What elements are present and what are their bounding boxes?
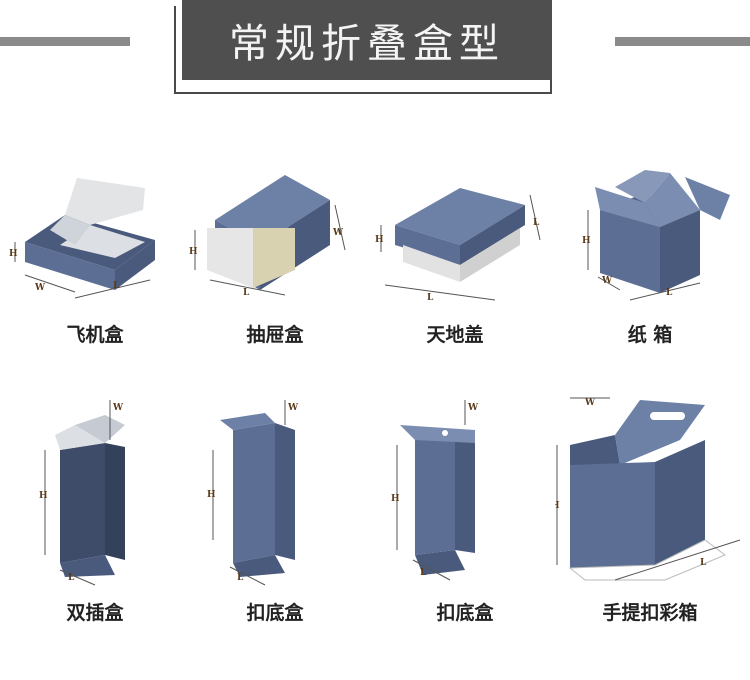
box-label: 扣底盒 bbox=[436, 602, 494, 624]
double-tuck-box-illustration: H W L bbox=[39, 400, 125, 586]
box-card-carton: H W L 纸 箱 bbox=[560, 165, 740, 346]
svg-text:W: W bbox=[584, 398, 596, 408]
airplane-box-illustration: H W L bbox=[9, 178, 155, 299]
box-label: 双插盒 bbox=[66, 602, 124, 624]
svg-text:W: W bbox=[332, 228, 344, 238]
box-card-handle-carton: H W L 手提扣彩箱 bbox=[555, 390, 741, 624]
box-label: 飞机盒 bbox=[66, 324, 124, 346]
svg-text:L: L bbox=[420, 568, 427, 578]
svg-text:L: L bbox=[243, 288, 250, 298]
drawer-box-illustration: H W L bbox=[189, 175, 346, 298]
svg-text:H: H bbox=[9, 249, 18, 259]
svg-text:H: H bbox=[207, 490, 216, 500]
svg-text:L: L bbox=[427, 293, 434, 303]
svg-text:H: H bbox=[391, 494, 400, 504]
svg-text:W: W bbox=[112, 403, 124, 413]
svg-text:H: H bbox=[189, 247, 198, 257]
svg-text:L: L bbox=[700, 558, 707, 568]
page-title: 常规折叠盒型 bbox=[182, 0, 552, 80]
box-label: 天地盖 bbox=[426, 324, 484, 346]
carton-box-illustration: H W L bbox=[582, 170, 730, 301]
box-label: 手提扣彩箱 bbox=[602, 602, 698, 624]
box-card-lid: H L L 天地盖 bbox=[365, 170, 545, 346]
box-card-lock-bottom-2: H W L 扣底盒 bbox=[375, 395, 555, 624]
svg-text:L: L bbox=[68, 573, 75, 583]
svg-text:L: L bbox=[666, 288, 673, 298]
svg-text:W: W bbox=[287, 403, 299, 413]
lock-bottom-box-illustration: H W L bbox=[207, 400, 299, 586]
svg-text:L: L bbox=[237, 573, 244, 583]
svg-text:L: L bbox=[113, 281, 120, 291]
box-card-drawer: H W L 抽屉盒 bbox=[185, 170, 365, 346]
handle-carton-illustration: H W L bbox=[555, 397, 741, 581]
box-label: 抽屉盒 bbox=[246, 324, 304, 346]
svg-text:H: H bbox=[582, 236, 591, 246]
svg-text:H: H bbox=[39, 491, 48, 501]
box-card-double-tuck: H W L 双插盒 bbox=[5, 395, 185, 624]
lock-bottom-box-illustration: H W L bbox=[391, 400, 479, 581]
lid-box-illustration: H L L bbox=[375, 188, 541, 303]
svg-text:H: H bbox=[375, 235, 384, 245]
svg-text:W: W bbox=[467, 403, 479, 413]
box-card-airplane: H W L 飞机盒 bbox=[5, 170, 185, 346]
header-rule-right bbox=[615, 37, 750, 46]
svg-text:H: H bbox=[555, 501, 560, 511]
box-label: 扣底盒 bbox=[246, 602, 304, 624]
svg-text:L: L bbox=[533, 218, 540, 228]
header-rule-left bbox=[0, 37, 130, 46]
svg-text:W: W bbox=[601, 276, 613, 286]
box-label: 纸 箱 bbox=[627, 324, 673, 346]
box-card-lock-bottom-1: H W L 扣底盒 bbox=[185, 395, 365, 624]
svg-text:W: W bbox=[34, 283, 46, 293]
